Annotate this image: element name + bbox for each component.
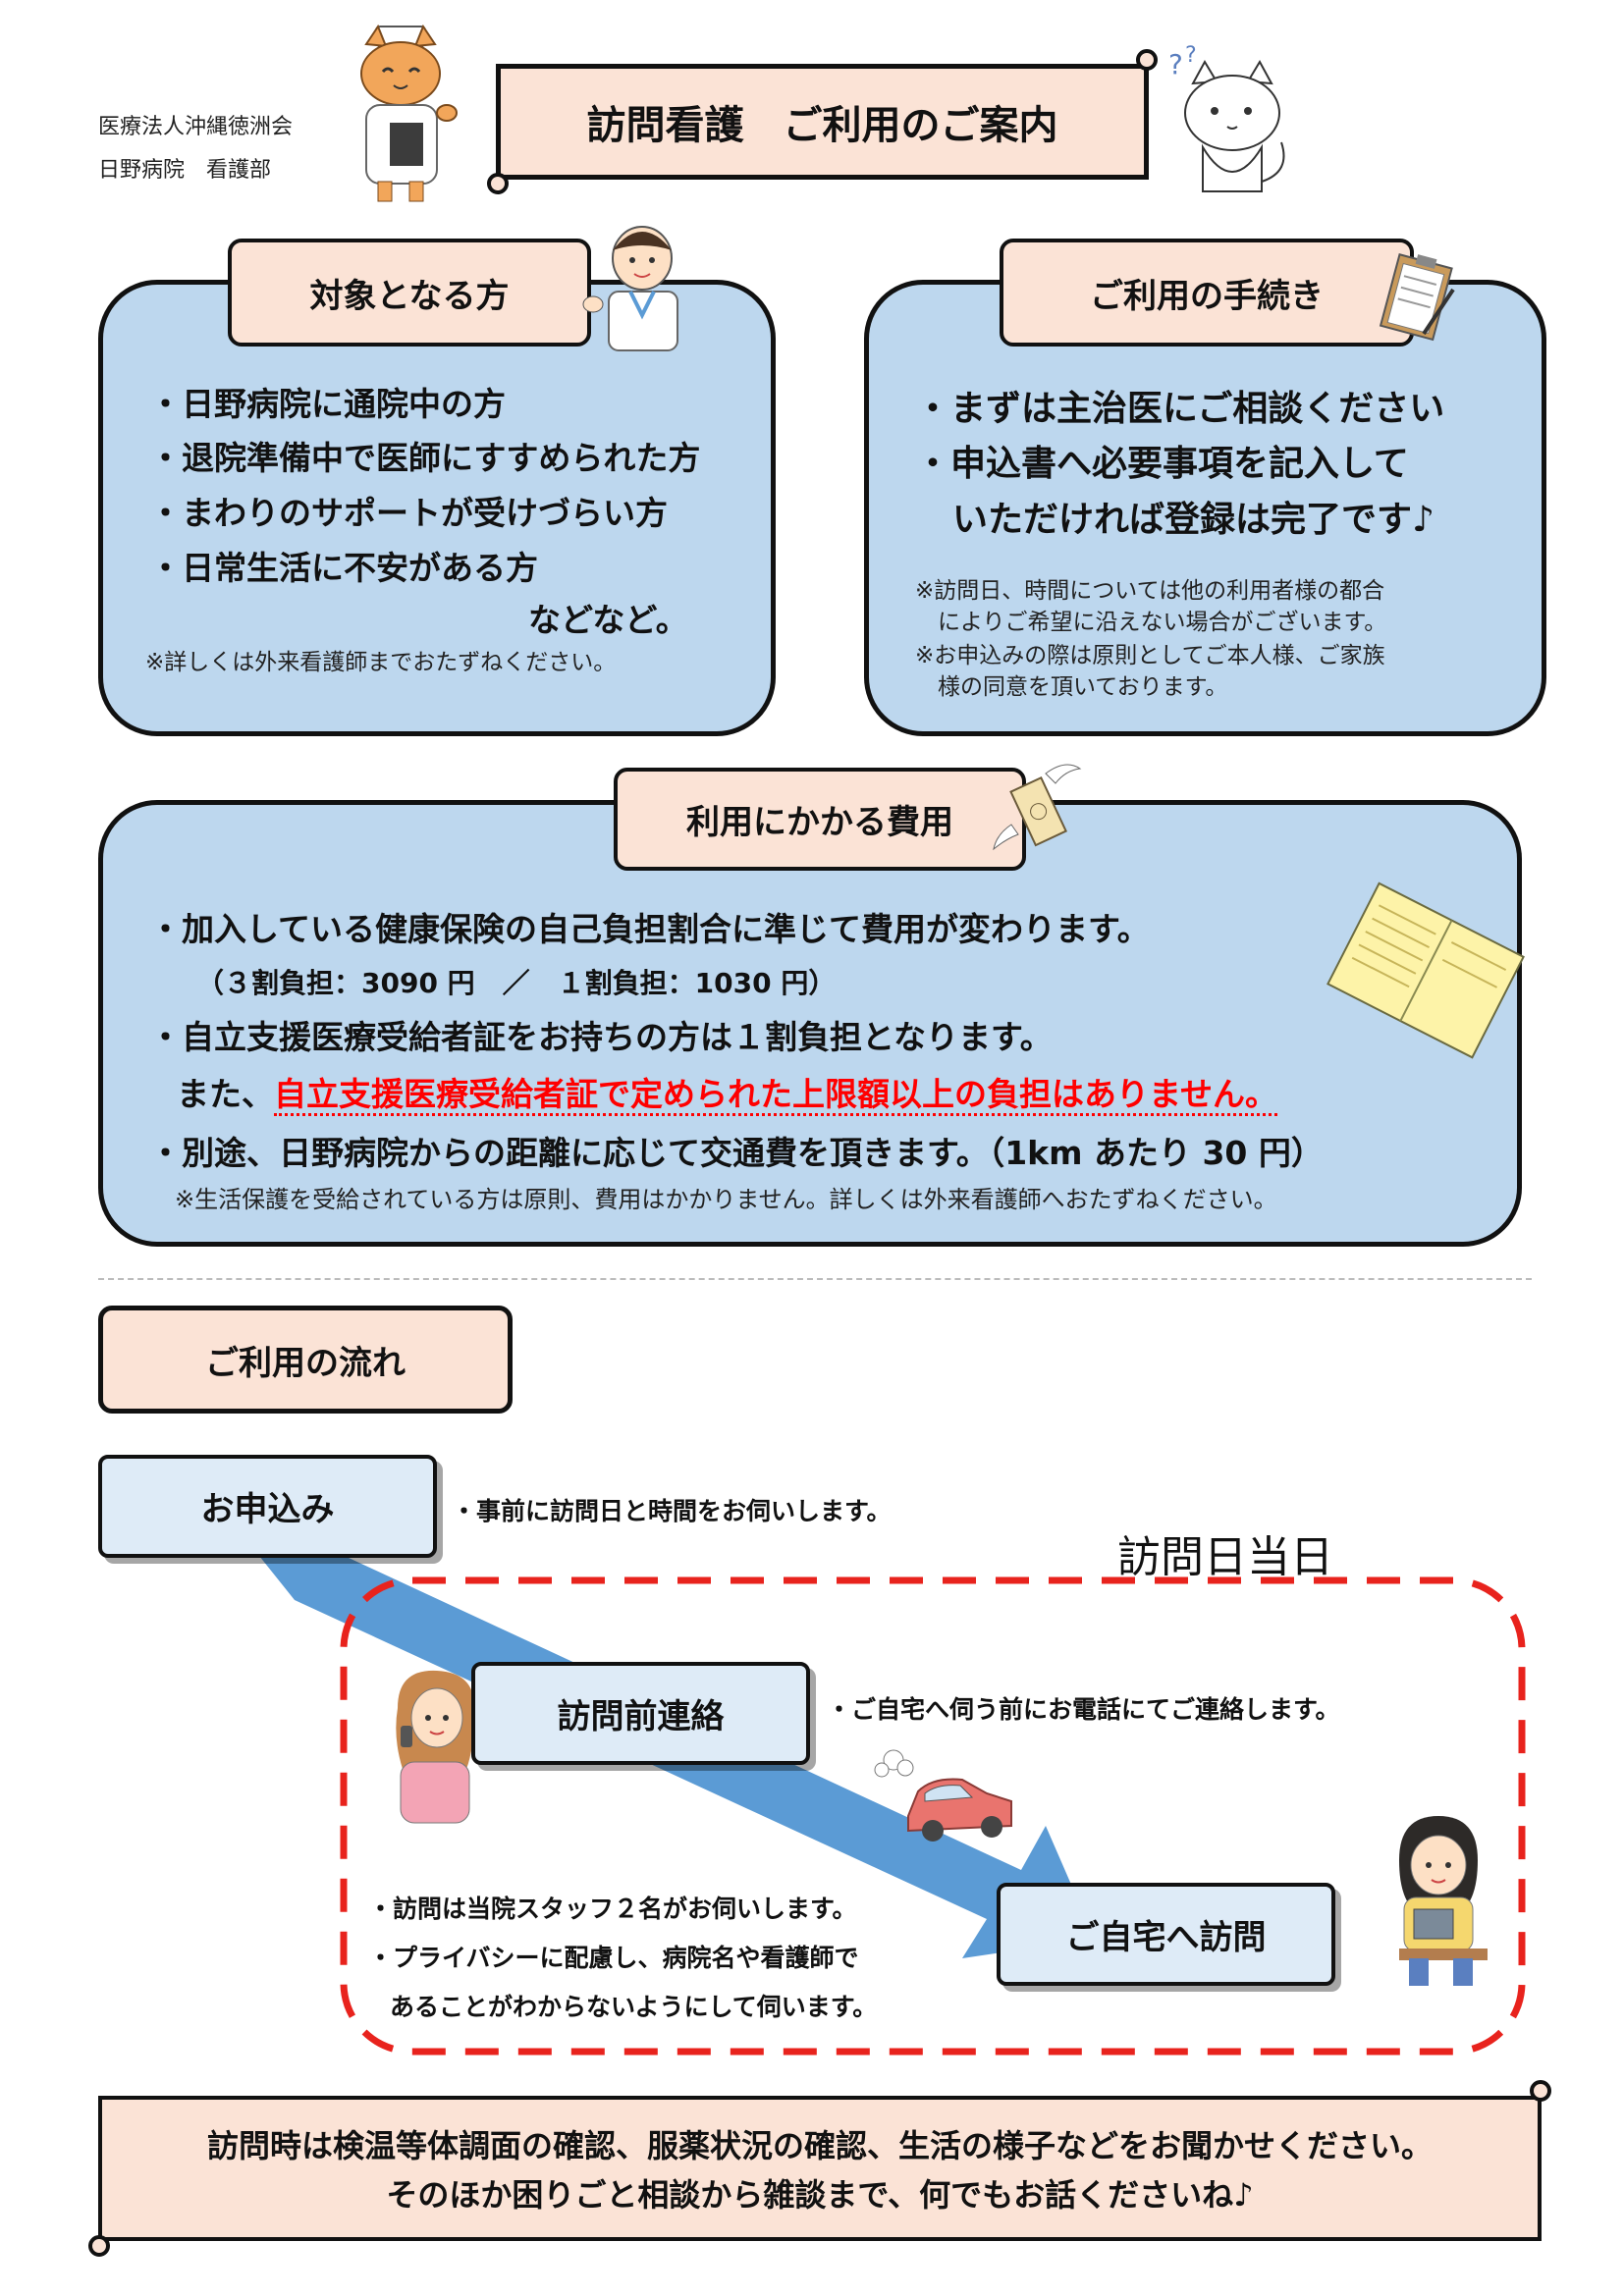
flow-step-apply-note: ・事前に訪問日と時間をお伺いします。 — [452, 1497, 892, 1525]
cost-line-5: ・別途、日野病院からの距離に応じて交通費を頂きます。（1km あたり 30 円） — [149, 1134, 1324, 1172]
svg-text:?: ? — [1168, 48, 1183, 80]
flow-step-visit: ご自宅へ訪問 — [997, 1883, 1335, 1986]
page-title: 訪問看護 ご利用のご案内 — [586, 103, 1058, 148]
svg-text:?: ? — [1185, 44, 1197, 68]
flow-heading-text: ご利用の流れ — [205, 1343, 406, 1383]
clipboard-illustration — [1379, 253, 1455, 342]
footer-line-2: そのほか困りごと相談から雑談まで、何でもお話くださいね♪ — [386, 2176, 1254, 2214]
procedure-line: いただければ登録は完了です♪ — [952, 500, 1435, 540]
woman-phone-illustration — [396, 1670, 475, 1824]
cost-highlight-text: 自立支援医療受給者証で定められた上限額以上の負担はありません。 — [274, 1075, 1278, 1116]
cost-line-4: また、自立支援医療受給者証で定められた上限額以上の負担はありません。 — [177, 1068, 1278, 1116]
thinking-cat-illustration: ? ? — [1168, 44, 1285, 192]
target-item: ・日野病院に通院中の方 — [149, 385, 506, 423]
procedure-note: 様の同意を頂いております。 — [938, 674, 1228, 700]
cat-nurse-illustration — [360, 25, 458, 202]
flow-section-heading: ご利用の流れ — [98, 1306, 513, 1414]
visit-note: ・訪問は当院スタッフ２名がお伺いします。 — [368, 1895, 857, 1923]
procedure-note: ※お申込みの際は原則としてご本人様、ご家族 — [915, 643, 1385, 668]
target-etc: などなど。 — [528, 601, 688, 639]
scroll-curl-bottom-left — [487, 173, 509, 194]
procedure-note: ※訪問日、時間については他の利用者様の都合 — [915, 578, 1385, 604]
flying-money-illustration — [993, 764, 1082, 851]
flow-step-apply: お申込み — [98, 1455, 437, 1558]
nurse-tablet-illustration — [1399, 1816, 1488, 1986]
org-line-2: 日野病院 看護部 — [98, 158, 272, 183]
cost-heading-text: 利用にかかる費用 — [686, 803, 953, 842]
cost-line-4-prefix: また、 — [177, 1075, 274, 1113]
cost-note: ※生活保護を受給されている方は原則、費用はかかりません。詳しくは外来看護師へおた… — [175, 1186, 1277, 1213]
target-note: ※詳しくは外来看護師までおたずねください。 — [145, 650, 617, 675]
procedure-section-heading: ご利用の手続き — [1000, 239, 1414, 347]
visit-day-label: 訪問日当日 — [1117, 1532, 1333, 1582]
cost-section-heading: 利用にかかる費用 — [614, 768, 1026, 871]
scroll-curl-top-right — [1136, 49, 1158, 71]
target-section-box — [98, 280, 776, 736]
cost-line-3: ・自立支援医療受給者証をお持ちの方は１割負担となります。 — [149, 1018, 1053, 1056]
flow-step-contact: 訪問前連絡 — [471, 1662, 810, 1765]
scroll-curl-top-right — [1530, 2080, 1551, 2102]
organization-name: 医療法人沖縄徳洲会 日野病院 看護部 — [98, 106, 293, 192]
target-item: ・日常生活に不安がある方 — [149, 549, 538, 587]
cost-line-1: ・加入している健康保険の自己負担割合に準じて費用が変わります。 — [149, 910, 1150, 948]
target-section-heading: 対象となる方 — [228, 239, 591, 347]
procedure-heading-text: ご利用の手続き — [1090, 276, 1324, 316]
procedure-line: ・まずは主治医にご相談ください — [915, 389, 1445, 429]
target-item: ・退院準備中で医師にすすめられた方 — [149, 439, 701, 477]
visit-note: あることがわからないようにして伺います。 — [390, 1993, 878, 2021]
title-scroll: 訪問看護 ご利用のご案内 — [487, 49, 1158, 194]
section-divider — [98, 1278, 1532, 1280]
scroll-curl-bottom-left — [88, 2235, 110, 2257]
procedure-line: ・申込書へ必要事項を記入して — [915, 444, 1409, 484]
flow-step-visit-label: ご自宅へ訪問 — [1065, 1918, 1267, 1957]
visit-note: ・プライバシーに配慮し、病院名や看護師で — [368, 1944, 859, 1972]
org-line-1: 医療法人沖縄徳洲会 — [98, 115, 294, 139]
cost-line-2: （３割負担：3090 円 ／ １割負担：1030 円） — [196, 967, 837, 999]
certificate-card-illustration — [1326, 881, 1525, 1059]
flow-step-apply-label: お申込み — [200, 1490, 335, 1529]
procedure-note: によりご希望に沿えない場合がございます。 — [938, 610, 1387, 635]
target-item: ・まわりのサポートが受けづらい方 — [149, 494, 668, 532]
footer-line-1: 訪問時は検温等体調面の確認、服薬状況の確認、生活の様子などをお聞かせください。 — [206, 2127, 1433, 2164]
flow-step-contact-label: 訪問前連絡 — [557, 1697, 725, 1736]
car-illustration — [874, 1749, 1012, 1842]
target-heading-text: 対象となる方 — [309, 276, 510, 316]
doctor-illustration — [582, 226, 678, 351]
footer-scroll: 訪問時は検温等体調面の確認、服薬状況の確認、生活の様子などをお聞かせください。 … — [88, 2080, 1551, 2257]
flow-step-contact-note: ・ご自宅へ伺う前にお電話にてご連絡します。 — [827, 1695, 1340, 1724]
